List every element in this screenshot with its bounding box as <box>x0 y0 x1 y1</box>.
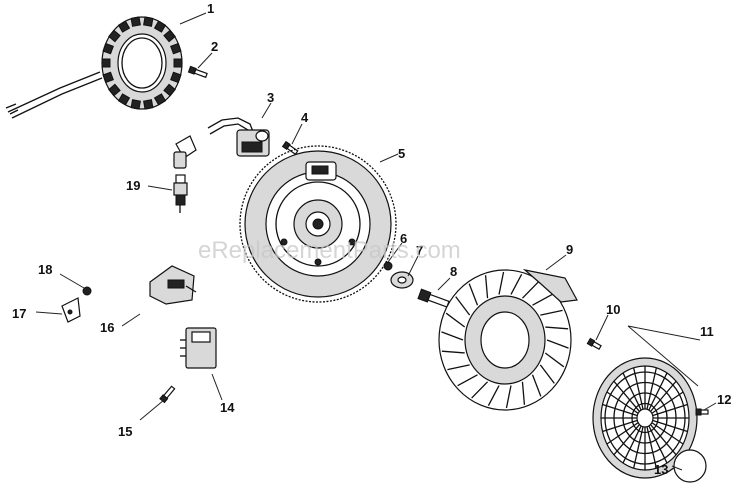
fan-blade <box>468 283 479 306</box>
stator-tooth <box>108 29 121 43</box>
callout-11: 11 <box>700 324 714 339</box>
callout-17: 17 <box>12 306 26 321</box>
fan-blade <box>531 374 542 397</box>
screw-part-10[interactable] <box>586 337 602 351</box>
screw-part-15[interactable] <box>159 385 176 404</box>
stator-tooth <box>130 16 141 27</box>
stator-tooth <box>163 83 176 97</box>
callout-5: 5 <box>398 146 405 161</box>
fan-blade <box>521 281 539 299</box>
flywheel-part[interactable] <box>239 145 397 303</box>
callout-16: 16 <box>100 320 114 335</box>
screw-part-2[interactable] <box>187 65 208 79</box>
callout-15: 15 <box>118 424 132 439</box>
fan-blade <box>521 381 526 405</box>
fan-blade <box>441 350 465 354</box>
fan-blade <box>510 274 523 295</box>
fan-blade <box>498 271 505 295</box>
regulator-part[interactable] <box>149 265 197 305</box>
screw-part-4[interactable] <box>281 140 299 156</box>
fan-blade <box>457 374 478 387</box>
washer-part[interactable] <box>390 271 414 289</box>
fan-blade <box>546 339 569 349</box>
callout-6: 6 <box>400 231 407 246</box>
stator-tooth <box>153 20 167 33</box>
stator-tooth <box>130 99 141 110</box>
callout-3: 3 <box>267 90 274 105</box>
callout-12: 12 <box>717 392 731 407</box>
stator-tooth <box>101 58 111 68</box>
stator-tooth <box>170 42 182 55</box>
fan-part[interactable] <box>438 268 578 411</box>
callout-7: 7 <box>416 243 423 258</box>
fan-blade <box>539 364 555 384</box>
stator-tooth <box>102 42 114 55</box>
spark-plug-part[interactable] <box>173 174 188 213</box>
fan-blade <box>471 381 489 399</box>
fan-blade <box>540 309 563 316</box>
fan-blade <box>545 326 569 330</box>
callout-4: 4 <box>301 110 309 125</box>
callout-19: 19 <box>126 178 140 193</box>
stator-tooth <box>102 71 114 84</box>
callout-2: 2 <box>211 39 218 54</box>
stator-tooth <box>143 99 154 110</box>
callout-13: 13 <box>654 462 668 477</box>
callout-labels: 1 2 3 4 5 6 7 8 9 10 11 12 13 14 15 16 1… <box>12 1 731 477</box>
fan-blade <box>487 385 500 406</box>
callout-14: 14 <box>220 400 235 415</box>
stator-tooth <box>163 29 176 43</box>
leader-lines <box>35 12 717 471</box>
callout-8: 8 <box>450 264 457 279</box>
stator-tooth <box>108 83 121 97</box>
stator-tooth <box>117 20 131 33</box>
ignition-module-part[interactable] <box>173 117 270 169</box>
fan-blade <box>455 296 471 316</box>
watermark-text: eReplacementParts.com <box>198 237 461 264</box>
nut-part-18[interactable] <box>82 286 92 296</box>
fan-blade <box>445 312 466 328</box>
grass-screen-part[interactable] <box>592 357 698 479</box>
stator-tooth <box>173 58 183 68</box>
fan-blade <box>441 331 464 341</box>
rectifier-part[interactable] <box>180 327 217 369</box>
callout-18: 18 <box>38 262 52 277</box>
decal-part[interactable] <box>673 449 707 483</box>
bolt-part[interactable] <box>417 288 450 309</box>
clip-part[interactable] <box>61 297 81 323</box>
fan-blade <box>544 352 565 368</box>
fan-blade <box>484 275 489 299</box>
callout-9: 9 <box>566 242 573 257</box>
callout-10: 10 <box>606 302 620 317</box>
fan-blade <box>532 293 553 306</box>
screw-part-12[interactable] <box>695 408 709 416</box>
stator-tooth <box>170 71 182 84</box>
callout-1: 1 <box>207 1 214 16</box>
fan-blade <box>447 364 470 371</box>
stator-tooth <box>117 93 131 106</box>
stator-tooth <box>153 93 167 106</box>
stator-part[interactable] <box>5 16 183 119</box>
stator-tooth <box>143 16 154 27</box>
fan-blade <box>505 385 512 409</box>
